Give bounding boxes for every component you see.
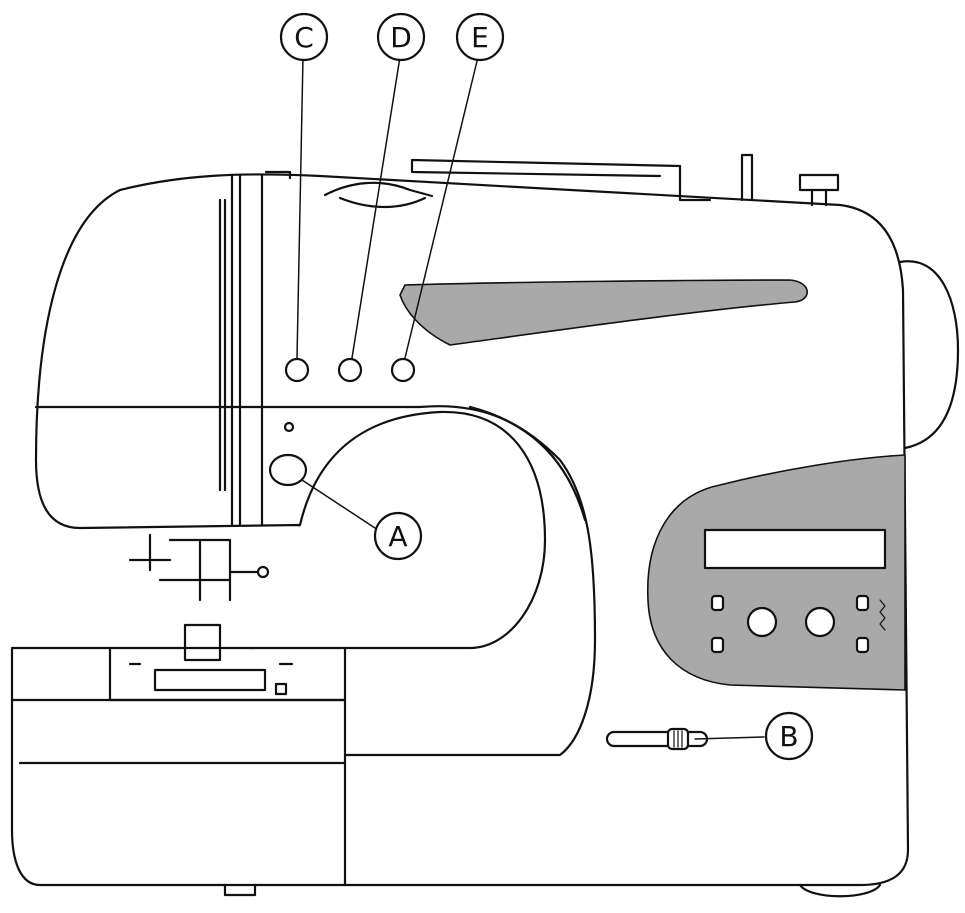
callout-d-label: D [390, 21, 412, 54]
panel-key-top-right [855, 594, 870, 612]
callout-a-label: A [388, 520, 407, 553]
panel-key-bottom-right [855, 636, 870, 654]
button-a [268, 453, 308, 487]
callout-a: A [373, 511, 423, 561]
callout-c: C [279, 12, 329, 62]
leader-line-a [301, 479, 379, 531]
bobbin-winder-knob [798, 173, 840, 207]
needle-bar-strip [230, 170, 292, 527]
panel-dial-right [804, 606, 836, 638]
panel-key-top-left [710, 594, 725, 612]
needle-plate-window [274, 682, 288, 696]
callout-e: E [455, 12, 505, 62]
handwheel [898, 260, 960, 450]
callout-c-label: C [294, 21, 314, 54]
arm-inner-curve-outer [468, 405, 587, 522]
lcd-display [703, 528, 887, 570]
leader-line-e [404, 56, 479, 359]
leader-line-d [351, 56, 401, 359]
stitch-symbol-icon [879, 599, 886, 631]
speed-slider-knob-ridges [673, 730, 683, 748]
thread-take-up-cover [323, 181, 434, 209]
spool-pin [410, 158, 712, 202]
leader-line-b [694, 736, 765, 740]
machine-foot-right [798, 883, 882, 898]
control-panel [647, 454, 906, 691]
leader-line-c [296, 56, 304, 359]
machine-foot-left [223, 883, 257, 897]
thread-slot [218, 198, 227, 492]
accessory-box [10, 698, 347, 887]
panel-dial-left [746, 606, 778, 638]
indicator-light [283, 421, 295, 433]
thread-guide-post [740, 153, 754, 202]
needle-plate-slot [153, 668, 267, 692]
speed-slider [605, 730, 709, 748]
callout-b-label: B [779, 720, 798, 753]
presser-foot-screw [256, 565, 270, 579]
callout-b: B [764, 711, 814, 761]
button-e [390, 357, 416, 383]
presser-foot-assembly [128, 533, 260, 662]
callout-d: D [376, 12, 426, 62]
top-grey-panel [399, 279, 808, 346]
callout-e-label: E [471, 21, 489, 54]
panel-key-bottom-left [710, 636, 725, 654]
button-d [337, 357, 363, 383]
button-c [284, 357, 310, 383]
